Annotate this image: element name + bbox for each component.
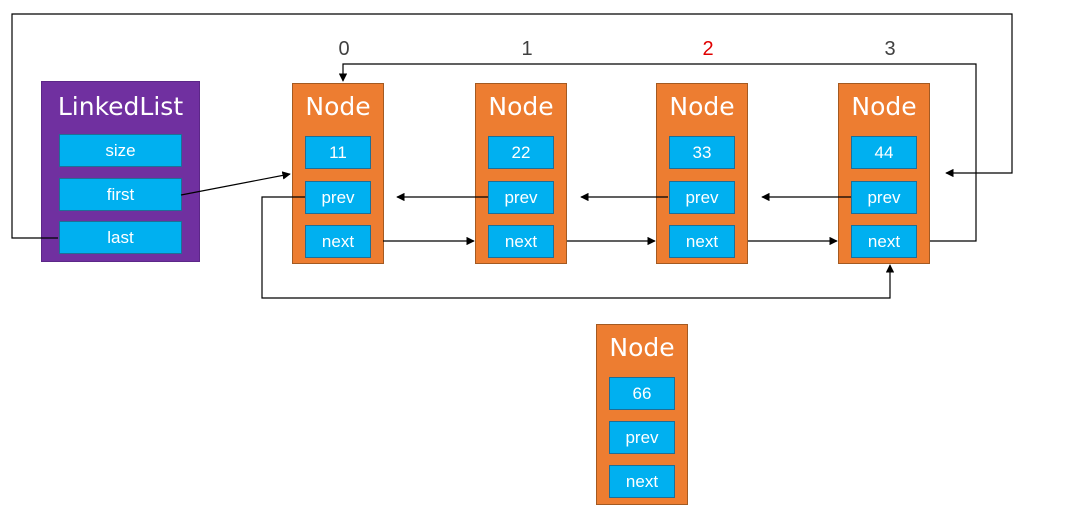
- node-1: Node 22 prev next: [475, 83, 567, 264]
- node-0: Node 11 prev next: [292, 83, 384, 264]
- linkedlist-size-field: size: [59, 134, 182, 167]
- tail-next-wrap-arrow: [338, 63, 977, 242]
- node-3-prev: prev: [851, 181, 917, 214]
- index-label-3: 3: [884, 38, 896, 60]
- node-0-next: next: [305, 225, 371, 258]
- index-label-2: 2: [702, 38, 714, 60]
- head-prev-wrap-arrow: [261, 196, 895, 299]
- node-1-prev: prev: [488, 181, 554, 214]
- last-pointer-arrow: [11, 13, 1013, 239]
- node-3: Node 44 prev next: [838, 83, 930, 264]
- node-1-next: next: [488, 225, 554, 258]
- node-3-next: next: [851, 225, 917, 258]
- index-label-1: 1: [521, 38, 533, 60]
- new-node-value: 66: [609, 377, 675, 410]
- node-1-title: Node: [488, 92, 554, 121]
- new-node-prev: prev: [609, 421, 675, 454]
- node-2-prev: prev: [669, 181, 735, 214]
- new-node-next: next: [609, 465, 675, 498]
- linkedlist-first-field: first: [59, 178, 182, 211]
- node-2-title: Node: [669, 92, 735, 121]
- node-3-value: 44: [851, 136, 917, 169]
- linkedlist-object: LinkedList size first last: [41, 81, 200, 262]
- node-1-value: 22: [488, 136, 554, 169]
- linkedlist-title: LinkedList: [57, 92, 184, 121]
- new-node: Node 66 prev next: [596, 324, 688, 505]
- node-2-next: next: [669, 225, 735, 258]
- node-0-value: 11: [305, 136, 371, 169]
- node-0-title: Node: [305, 92, 371, 121]
- new-node-title: Node: [609, 333, 675, 362]
- linkedlist-last-field: last: [59, 221, 182, 254]
- node-2-value: 33: [669, 136, 735, 169]
- first-pointer-arrow: [180, 171, 291, 196]
- node-0-prev: prev: [305, 181, 371, 214]
- node-3-title: Node: [851, 92, 917, 121]
- index-label-0: 0: [338, 38, 350, 60]
- node-2: Node 33 prev next: [656, 83, 748, 264]
